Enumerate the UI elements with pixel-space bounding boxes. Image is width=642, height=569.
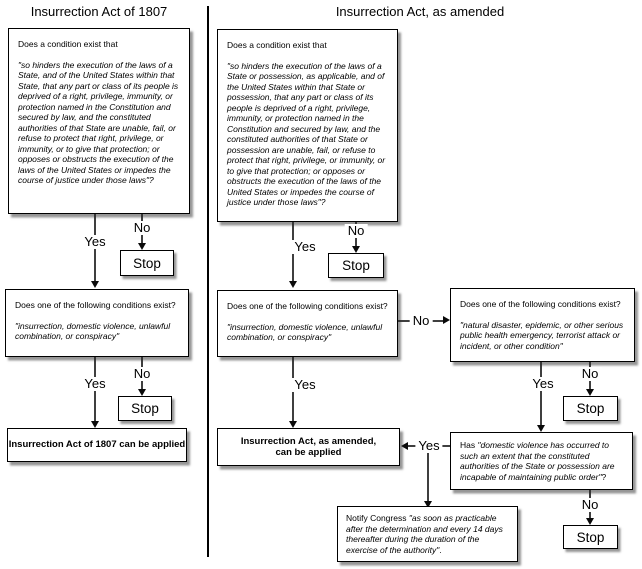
arrowhead-down-icon — [91, 281, 99, 288]
decision-intro: Does a condition exist that — [18, 39, 118, 49]
stop-box: Stop — [120, 250, 174, 276]
edge-label-yes: Yes — [529, 376, 557, 392]
arrowhead-down-icon — [289, 281, 297, 288]
edge-label-no: No — [409, 313, 433, 329]
edge-label-no: No — [578, 366, 602, 382]
statute-quote: "as soon as practicable after the determ… — [346, 513, 503, 555]
decision-box-amended-conditions-list: Does one of the following conditions exi… — [217, 290, 398, 357]
decision-intro: Does a condition exist that — [227, 40, 327, 50]
arrowhead-down-icon — [424, 501, 432, 508]
arrowhead-down-icon — [289, 421, 297, 428]
statute-quote: "domestic violence has occurred to such … — [460, 440, 615, 482]
arrowhead-down-icon — [91, 421, 99, 428]
decision-intro: Does one of the following conditions exi… — [15, 300, 176, 310]
arrowhead-down-icon — [138, 389, 146, 396]
edge-label-yes: Yes — [81, 376, 109, 392]
edge-label-no: No — [578, 497, 602, 513]
decision-box-1807-condition: Does a condition exist that "so hinders … — [8, 28, 190, 214]
edge-label-yes: Yes — [415, 438, 443, 454]
edge-label-yes: Yes — [81, 234, 109, 250]
decision-box-other-conditions: Does one of the following conditions exi… — [450, 288, 635, 362]
result-text: Insurrection Act, as amended, can be app… — [240, 435, 377, 459]
decision-text: Has "domestic violence has occurred to s… — [460, 440, 623, 482]
column-title-1807: Insurrection Act of 1807 — [30, 4, 168, 19]
statute-quote: "so hinders the execution of the laws of… — [18, 59, 179, 186]
arrowhead-down-icon — [138, 243, 146, 250]
decision-box-domestic-violence: Has "domestic violence has occurred to s… — [450, 432, 633, 490]
arrowhead-down-icon — [586, 389, 594, 396]
notify-suffix: . — [439, 544, 442, 555]
result-text: Insurrection Act of 1807 can be applied — [8, 439, 186, 451]
notify-congress-box: Notify Congress "as soon as practicable … — [337, 506, 518, 562]
decision-intro: Has — [460, 440, 478, 450]
result-box-amended: Insurrection Act, as amended, can be app… — [217, 428, 400, 466]
column-divider — [207, 6, 209, 557]
arrowhead-down-icon — [537, 425, 545, 432]
decision-intro: Does one of the following conditions exi… — [227, 301, 388, 311]
edge-label-yes: Yes — [291, 377, 319, 393]
statute-quote: "natural disaster, epidemic, or other se… — [460, 319, 624, 351]
decision-intro: Does one of the following conditions exi… — [460, 299, 621, 309]
stop-box: Stop — [563, 525, 618, 549]
stop-box: Stop — [328, 253, 384, 278]
arrowhead-left-icon — [401, 442, 408, 450]
notify-intro: Notify Congress — [346, 513, 409, 523]
stop-box: Stop — [118, 396, 172, 421]
decision-box-amended-condition: Does a condition exist that "so hinders … — [217, 29, 398, 222]
stop-box: Stop — [563, 396, 618, 421]
statute-quote: "insurrection, domestic violence, unlawf… — [227, 321, 383, 343]
decision-suffix: ? — [601, 471, 607, 482]
edge-label-no: No — [130, 220, 154, 236]
edge-label-yes: Yes — [291, 239, 319, 255]
edge-label-no: No — [130, 366, 154, 382]
column-title-amended: Insurrection Act, as amended — [335, 4, 505, 19]
statute-quote: "so hinders the execution of the laws of… — [227, 60, 386, 208]
edge-label-no: No — [344, 223, 368, 239]
arrowhead-right-icon — [443, 316, 450, 324]
statute-quote: "insurrection, domestic violence, unlawf… — [15, 320, 171, 342]
result-box-1807: Insurrection Act of 1807 can be applied — [7, 428, 187, 462]
connector-line — [427, 447, 429, 501]
notify-text: Notify Congress "as soon as practicable … — [346, 513, 509, 555]
decision-box-1807-conditions-list: Does one of the following conditions exi… — [5, 289, 189, 357]
arrowhead-down-icon — [586, 518, 594, 525]
arrowhead-down-icon — [352, 246, 360, 253]
